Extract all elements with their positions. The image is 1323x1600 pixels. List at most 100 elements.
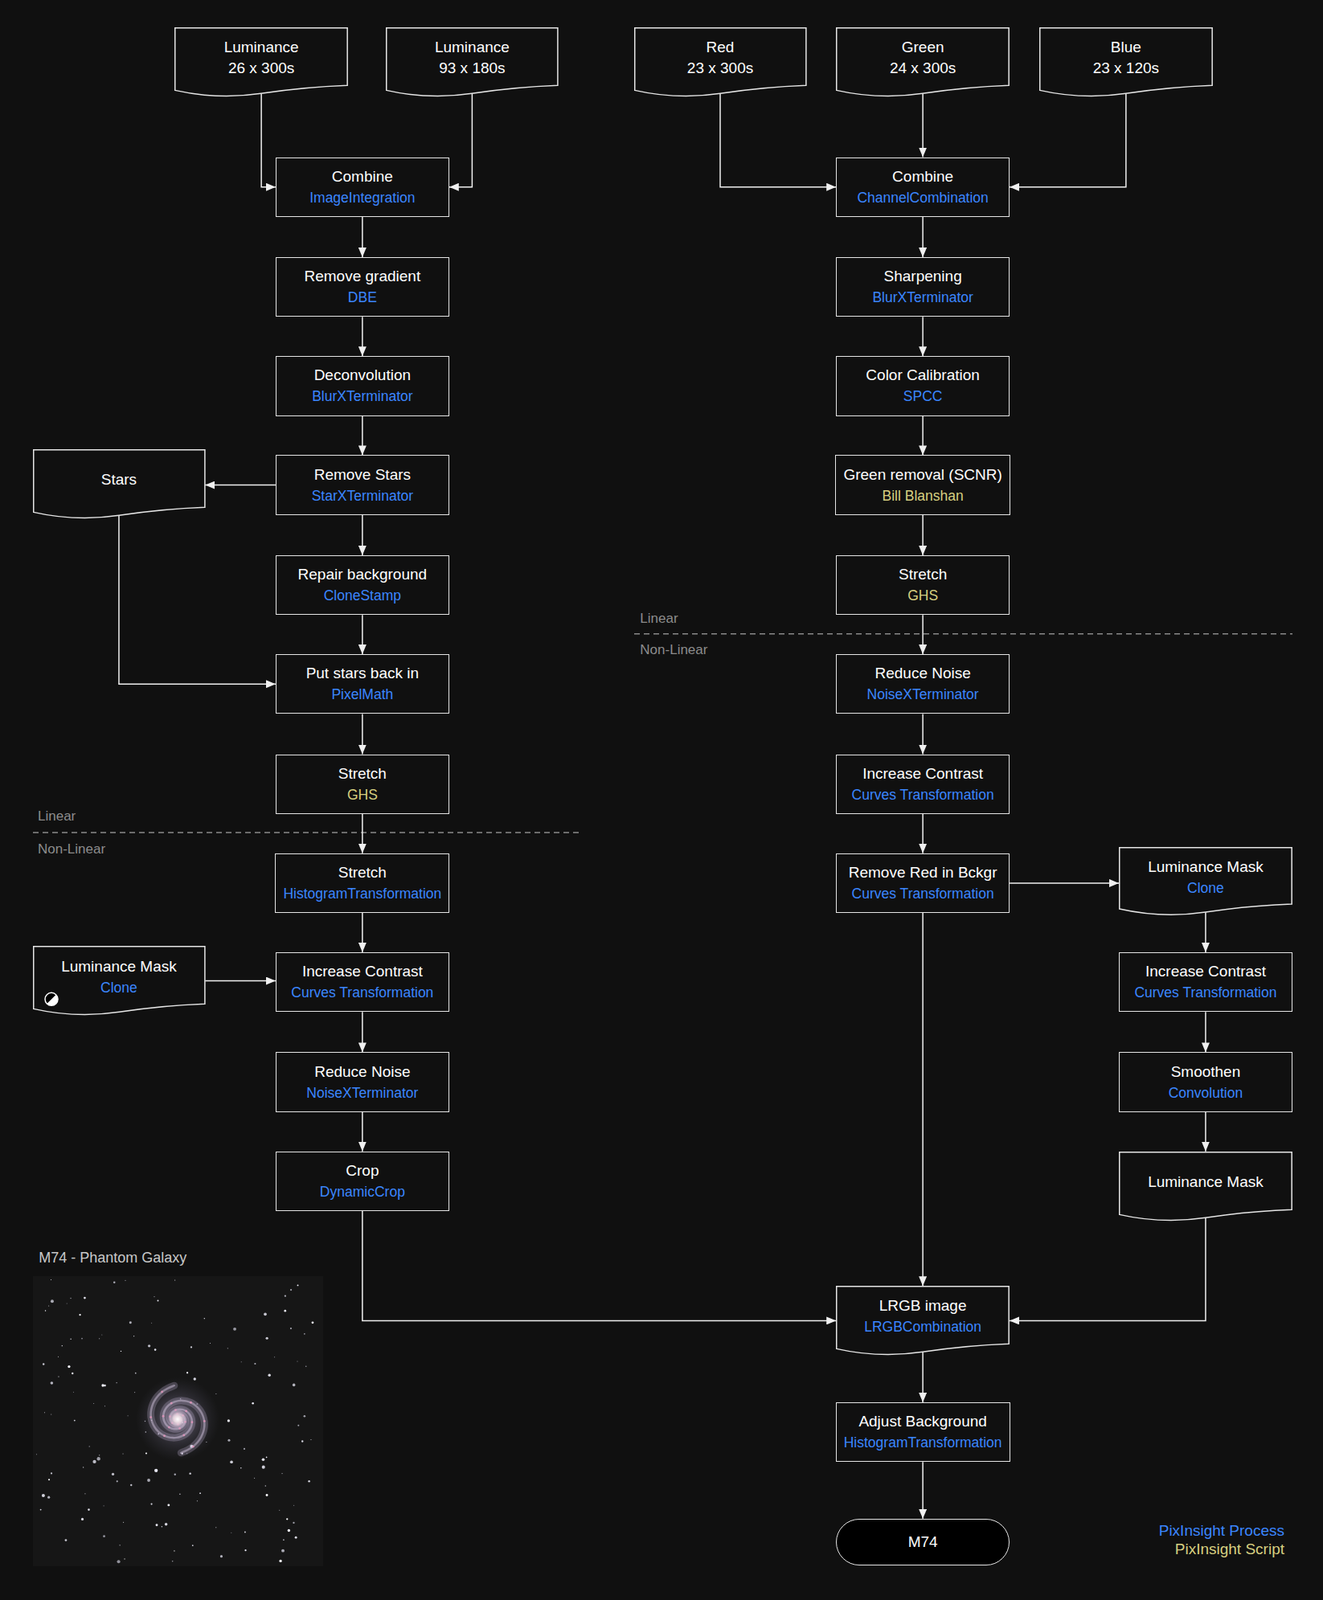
star (48, 1478, 50, 1481)
mask-icon (45, 993, 61, 1009)
star (151, 1503, 153, 1506)
flow-arrow (204, 484, 276, 487)
process-box: Color CalibrationSPCC (835, 356, 1010, 416)
star (173, 1550, 175, 1552)
star (98, 1338, 100, 1340)
star (147, 1344, 151, 1348)
star (133, 1335, 135, 1337)
star (130, 1484, 132, 1487)
node-title: Remove Red in Bckgr (848, 862, 998, 884)
star (81, 1518, 84, 1521)
star (172, 1560, 174, 1563)
star (50, 1472, 53, 1475)
node-title: Increase Contrast (1145, 961, 1266, 983)
flow-arrow (361, 814, 364, 854)
star (147, 1478, 151, 1483)
node-subtitle: Clone (100, 977, 138, 999)
node-title: Remove Stars (314, 464, 411, 486)
star (36, 1454, 37, 1455)
node-title: Smoothen (1171, 1061, 1242, 1083)
star (48, 1306, 50, 1307)
flow-arrow (361, 515, 364, 556)
star (154, 1348, 157, 1352)
node-subtitle: DynamicCrop (319, 1181, 406, 1203)
star (244, 1549, 246, 1552)
flow-arrow (449, 94, 473, 188)
flow-arrow (921, 713, 924, 754)
star (301, 1440, 304, 1442)
process-box: Green removal (SCNR)Bill Blanshan (835, 454, 1010, 515)
star (122, 1453, 124, 1455)
node-subtitle: LRGBCombination (864, 1316, 982, 1338)
node-title: Luminance Mask (61, 956, 177, 978)
spiral-arm (151, 1385, 193, 1438)
hii-region (149, 1416, 152, 1419)
process-box: SmoothenConvolution (1118, 1052, 1293, 1112)
node-title: LRGB image (879, 1295, 967, 1317)
star (118, 1544, 120, 1546)
document-shape: Green24 x 300s (835, 27, 1010, 97)
star (83, 1297, 87, 1300)
star (111, 1473, 115, 1476)
flow-arrow (921, 217, 924, 258)
hii-region (170, 1402, 173, 1405)
star (155, 1523, 159, 1527)
node-title: Color Calibration (865, 364, 980, 386)
flow-arrow (1009, 1217, 1206, 1321)
node-title: Stretch (898, 564, 947, 586)
phase-label: Non-Linear (639, 642, 708, 659)
document-shape: Blue23 x 120s (1039, 27, 1213, 97)
star (45, 1310, 46, 1311)
process-box: Put stars back inPixelMath (275, 654, 450, 714)
star (135, 1372, 137, 1375)
node-title: Stretch (338, 763, 387, 785)
flow-arrow (361, 1112, 364, 1152)
document-shape: Luminance MaskClone (1118, 847, 1293, 916)
flow-arrow (261, 94, 276, 188)
flow-arrow (921, 614, 924, 655)
node-subtitle: 24 x 300s (889, 57, 956, 79)
star (230, 1532, 232, 1534)
process-box: Increase ContrastCurves Transformation (275, 952, 450, 1012)
star (283, 1310, 287, 1313)
star (311, 1321, 315, 1324)
star (307, 1480, 311, 1483)
star (290, 1327, 292, 1330)
node-subtitle: Curves Transformation (851, 883, 995, 905)
star (47, 1496, 50, 1500)
star (294, 1536, 298, 1540)
star (116, 1480, 119, 1483)
star (174, 1474, 177, 1476)
star (67, 1365, 70, 1369)
node-title: Combine (331, 166, 394, 188)
star (69, 1298, 71, 1299)
star (196, 1500, 198, 1502)
star (188, 1472, 191, 1475)
spiral-arm (163, 1400, 205, 1454)
star (190, 1346, 193, 1348)
node-title: M74 (908, 1531, 938, 1553)
star (92, 1460, 96, 1464)
star (69, 1338, 71, 1340)
star (78, 1314, 81, 1316)
flow-arrow (361, 416, 364, 456)
star (297, 1361, 299, 1363)
node-title: Luminance (224, 36, 300, 58)
flow-arrow (361, 1011, 364, 1053)
process-box: Remove gradientDBE (275, 257, 450, 317)
flow-arrow (1204, 912, 1207, 953)
star (265, 1485, 267, 1487)
star (297, 1284, 300, 1287)
star (81, 1338, 83, 1340)
node-title: Remove gradient (304, 266, 422, 287)
flow-arrow (1009, 94, 1127, 188)
phase-divider (32, 831, 582, 834)
node-subtitle: Curves Transformation (1134, 982, 1277, 1004)
node-subtitle: HistogramTransformation (282, 883, 442, 905)
node-title: Sharpening (884, 266, 963, 287)
star (227, 1439, 230, 1442)
star (154, 1469, 158, 1473)
hii-region (163, 1434, 166, 1438)
